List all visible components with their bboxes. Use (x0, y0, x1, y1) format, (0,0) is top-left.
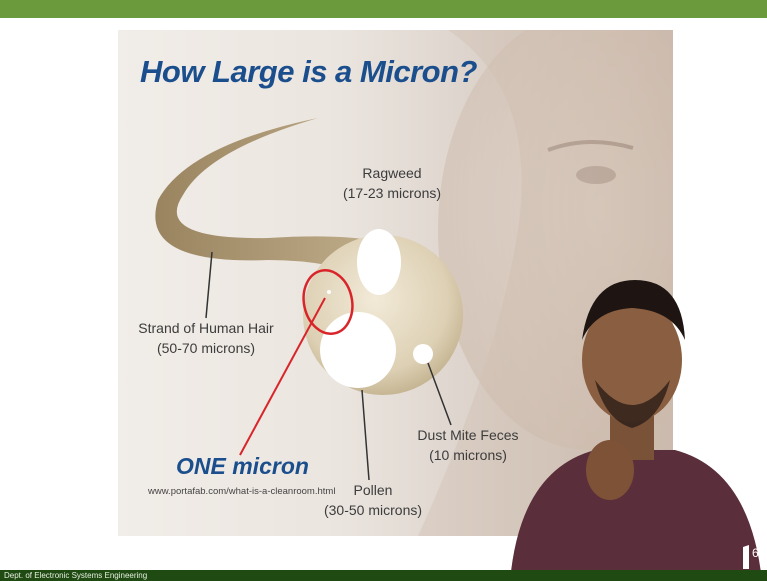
pollen-size: (30-50 microns) (313, 500, 433, 520)
top-accent-bar (0, 0, 767, 18)
hair-size: (50-70 microns) (136, 338, 276, 358)
slide-title: How Large is a Micron? (140, 54, 477, 90)
slide-number: 6 (741, 543, 765, 571)
presenter-video (500, 270, 767, 581)
department-label: Dept. of Electronic Systems Engineering (4, 570, 147, 581)
pollen-particle (320, 312, 396, 388)
hair-name: Strand of Human Hair (136, 318, 276, 338)
source-url: www.portafab.com/what-is-a-cleanroom.htm… (148, 486, 335, 497)
ragweed-name: Ragweed (332, 163, 452, 183)
one-micron-dot (327, 290, 331, 294)
presenter-torso (510, 450, 762, 581)
ragweed-particle (357, 229, 401, 295)
pollen-leader (362, 390, 369, 480)
ragweed-label: Ragweed (17-23 microns) (332, 163, 452, 203)
presenter-hand (586, 440, 634, 500)
page-number: 6 (752, 546, 759, 560)
one-micron-label: ONE micron (176, 453, 309, 480)
footer-bar: Dept. of Electronic Systems Engineering (0, 570, 767, 581)
ragweed-size: (17-23 microns) (332, 183, 452, 203)
hair-label: Strand of Human Hair (50-70 microns) (136, 318, 276, 358)
hair-leader (206, 252, 212, 318)
dust-leader (428, 363, 451, 425)
dust-mite-particle (413, 344, 433, 364)
